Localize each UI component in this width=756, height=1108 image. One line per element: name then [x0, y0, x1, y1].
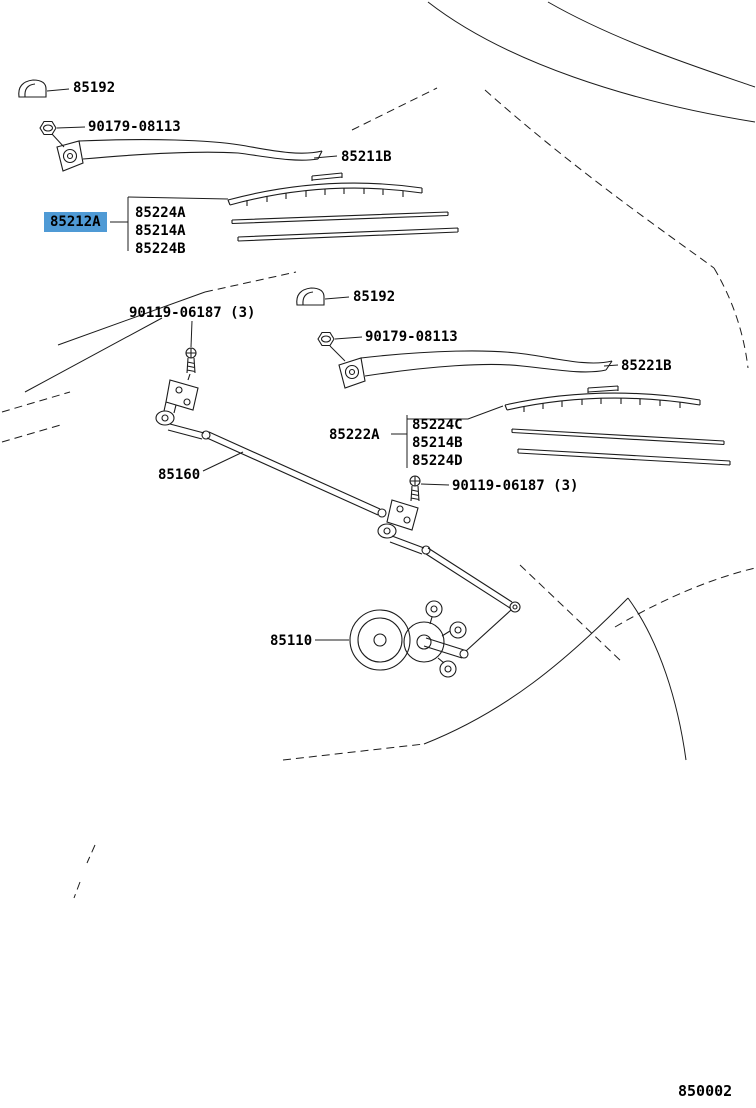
label-blade-frame-right[interactable]: 85224C: [412, 417, 463, 433]
drawing-number: 850002: [678, 1082, 733, 1100]
wiper-arm-top-drawing: [56, 139, 323, 172]
arm-nut-top-drawing: [39, 120, 57, 136]
bracket-lines: [110, 196, 504, 468]
label-blade-insert-top[interactable]: 85214A: [135, 223, 186, 239]
label-arm-nut-right[interactable]: 90179-08113: [365, 329, 458, 345]
label-blade-backing-top[interactable]: 85224B: [135, 241, 186, 257]
pivot-bolt-left-drawing: [185, 347, 197, 374]
label-blade-backing-right[interactable]: 85224D: [412, 453, 463, 469]
label-pivot-bolt-right[interactable]: 90119-06187 (3): [452, 478, 579, 494]
label-motor[interactable]: 85110: [270, 633, 313, 649]
label-pivot-bolt-left[interactable]: 90119-06187 (3): [129, 305, 256, 321]
label-arm-nut-top[interactable]: 90179-08113: [88, 119, 181, 135]
wiper-motor-drawing: [349, 600, 512, 678]
label-wiper-arm-right[interactable]: 85221B: [621, 358, 672, 374]
label-blade-frame-top[interactable]: 85224A: [135, 205, 186, 221]
label-pivot-cap-top[interactable]: 85192: [73, 80, 116, 96]
label-pivot-cap-right[interactable]: 85192: [353, 289, 396, 305]
pivot-cap-top-drawing: [18, 79, 47, 98]
label-linkage[interactable]: 85160: [158, 467, 201, 483]
pivot-cap-right-drawing: [296, 287, 325, 306]
wiper-arm-right-drawing: [338, 350, 613, 389]
label-blade-group-top[interactable]: 85212A: [44, 212, 107, 232]
wiper-linkage-drawing: [155, 373, 521, 613]
label-wiper-arm-top[interactable]: 85211B: [341, 149, 392, 165]
pivot-bolt-right-drawing: [409, 475, 421, 502]
label-blade-insert-right[interactable]: 85214B: [412, 435, 463, 451]
label-blade-group-right[interactable]: 85222A: [329, 427, 380, 443]
wiper-blade-top-drawing: [227, 172, 459, 242]
arm-nut-right-drawing: [317, 331, 335, 347]
leader-lines: [46, 88, 619, 641]
car-body-outline: [1, 1, 756, 899]
wiper-blade-right-drawing: [504, 385, 731, 466]
